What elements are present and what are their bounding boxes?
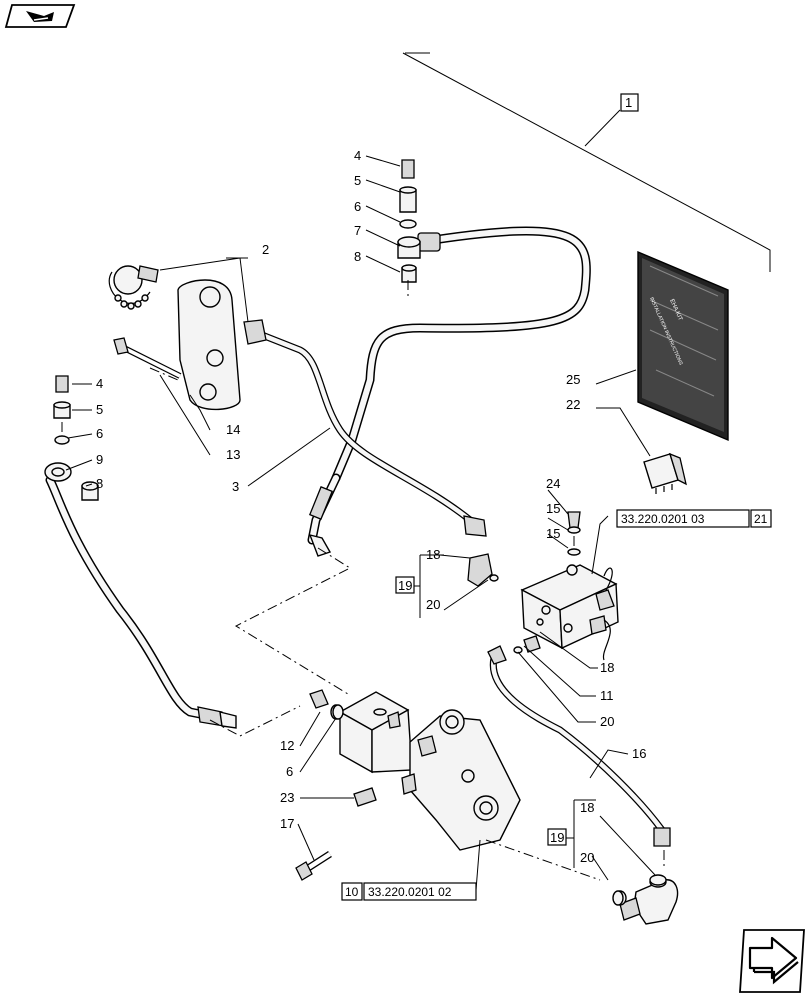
centre-lines (61, 280, 665, 881)
callout-2: 2 (262, 242, 269, 257)
ref-valve-block: 33.220.0201 03 (621, 512, 705, 526)
callout-23: 23 (280, 790, 294, 805)
relay (643, 452, 687, 494)
callout-labels: 2 3 4 5 6 7 8 4 5 6 9 8 14 13 25 22 24 1… (96, 148, 772, 901)
callout-4-left: 4 (96, 376, 103, 391)
callout-18-c: 18 (580, 800, 594, 815)
callout-20-a: 20 (426, 597, 440, 612)
kit-bracket: 1 (402, 52, 771, 272)
callout-17: 17 (280, 816, 294, 831)
callout-6-valve: 6 (286, 764, 293, 779)
hardware-stack-left (53, 375, 99, 501)
leader-lines (65, 155, 657, 891)
callout-1: 1 (625, 95, 632, 110)
arrow-back-icon (26, 11, 54, 22)
callout-13: 13 (226, 447, 240, 462)
callout-21: 21 (754, 512, 768, 526)
callout-7: 7 (354, 223, 361, 238)
callout-16: 16 (632, 746, 646, 761)
callout-18-a: 18 (426, 547, 440, 562)
hydraulic-pipe-3 (307, 226, 591, 557)
callout-6-top: 6 (354, 199, 361, 214)
callout-11: 11 (600, 688, 614, 703)
o-rings (332, 704, 667, 906)
callout-20-c: 20 (580, 850, 594, 865)
callout-15-a: 15 (546, 501, 560, 516)
callout-24: 24 (546, 476, 560, 491)
callout-15-b: 15 (546, 526, 560, 541)
ref-main-valve: 33.220.0201 02 (368, 885, 452, 899)
callout-3: 3 (232, 479, 239, 494)
callout-14: 14 (226, 422, 240, 437)
callout-5-top: 5 (354, 173, 361, 188)
next-button[interactable] (738, 928, 806, 994)
callout-9: 9 (96, 452, 103, 467)
callout-19-b: 19 (550, 830, 564, 845)
ref-box-valve-block[interactable] (616, 509, 750, 528)
callout-8-top: 8 (354, 249, 361, 264)
elbow-fitting (613, 876, 679, 925)
hardware-stack-top (397, 159, 421, 283)
callout-20-b: 20 (600, 714, 614, 729)
callout-6-left: 6 (96, 426, 103, 441)
solenoid-valve-block (467, 511, 619, 661)
arrow-forward-icon (748, 936, 799, 985)
callout-18-b: 18 (600, 660, 614, 675)
callout-25: 25 (566, 372, 580, 387)
callout-10: 10 (345, 885, 359, 899)
callout-8-left: 8 (96, 476, 103, 491)
callout-5-left: 5 (96, 402, 103, 417)
hydraulic-pipe-9 (44, 462, 237, 729)
callout-19-a: 19 (398, 578, 412, 593)
main-valve (295, 689, 521, 881)
hydraulic-pipe-thin (258, 331, 487, 537)
ref-box-main-valve[interactable] (363, 882, 477, 901)
bracket-assembly (108, 265, 267, 411)
callout-22: 22 (566, 397, 580, 412)
callout-4-top: 4 (354, 148, 361, 163)
back-button[interactable] (4, 4, 76, 28)
callout-12: 12 (280, 738, 294, 753)
installation-manual: EHA KIT INSTALLATION INSTRUCTIONS (637, 250, 729, 442)
hydraulic-pipe-16 (487, 645, 671, 847)
